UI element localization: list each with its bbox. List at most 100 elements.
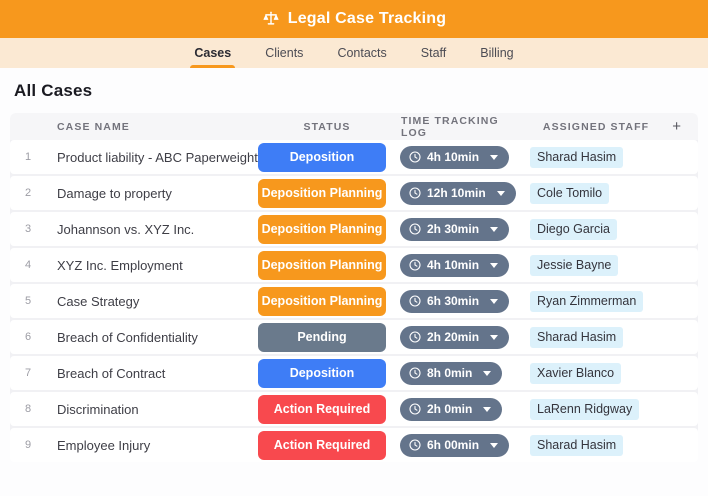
status-cell: Deposition Planning: [258, 178, 396, 208]
time-tracking-dropdown[interactable]: 2h 20min: [400, 325, 510, 349]
case-name: Johannson vs. XYZ Inc.: [57, 221, 195, 237]
row-number: 6: [24, 331, 32, 343]
status-badge[interactable]: Deposition Planning: [258, 178, 386, 208]
app-title: Legal Case Tracking: [287, 10, 447, 27]
time-cell: 6h 30min: [396, 289, 520, 313]
time-value: 8h 0min: [427, 366, 473, 380]
staff-cell: LaRenn Ridgway: [520, 398, 672, 420]
tab-staff[interactable]: Staff: [420, 46, 447, 60]
clock-icon: [409, 259, 421, 271]
time-value: 12h 10min: [427, 186, 486, 200]
time-tracking-dropdown[interactable]: 4h 10min: [400, 145, 510, 169]
page-title: All Cases: [14, 81, 93, 100]
assigned-staff-badge[interactable]: LaRenn Ridgway: [530, 398, 640, 420]
scales-of-justice-icon: [263, 11, 279, 25]
case-name: XYZ Inc. Employment: [57, 257, 183, 273]
staff-cell: Jessie Bayne: [520, 254, 672, 276]
chevron-down-icon: [483, 370, 492, 376]
case-name: Breach of Confidentiality: [57, 329, 198, 345]
chevron-down-icon: [496, 190, 505, 196]
assigned-staff-badge[interactable]: Ryan Zimmerman: [530, 290, 644, 312]
assigned-staff-badge[interactable]: Cole Tomilo: [530, 182, 610, 204]
assigned-staff-badge[interactable]: Sharad Hasim: [530, 434, 624, 456]
assigned-staff-badge[interactable]: Sharad Hasim: [530, 146, 624, 168]
tab-billing[interactable]: Billing: [480, 46, 514, 60]
column-header-status: STATUS: [303, 120, 351, 133]
clock-icon: [409, 331, 421, 343]
chevron-down-icon: [490, 262, 499, 268]
time-value: 6h 30min: [427, 294, 480, 308]
case-name: Product liability - ABC Paperweight: [57, 149, 258, 165]
tab-contacts[interactable]: Contacts: [337, 46, 387, 60]
assigned-staff-badge[interactable]: Xavier Blanco: [530, 362, 622, 384]
time-tracking-dropdown[interactable]: 12h 10min: [400, 181, 516, 205]
table-row: 7 Breach of Contract Deposition 8h 0min …: [10, 356, 698, 390]
row-number: 1: [24, 151, 32, 163]
status-badge[interactable]: Deposition Planning: [258, 250, 386, 280]
table-row: 6 Breach of Confidentiality Pending 2h 2…: [10, 320, 698, 354]
table-body: 1 Product liability - ABC Paperweight De…: [10, 140, 698, 462]
tab-clients[interactable]: Clients: [265, 46, 304, 60]
status-cell: Deposition Planning: [258, 250, 396, 280]
table-row: 2 Damage to property Deposition Planning…: [10, 176, 698, 210]
status-badge[interactable]: Deposition: [258, 358, 386, 388]
clock-icon: [409, 187, 421, 199]
chevron-down-icon: [490, 298, 499, 304]
staff-cell: Diego Garcia: [520, 218, 672, 240]
main-content: All Cases CASE NAME STATUS TIME TRACKING…: [0, 68, 708, 496]
table-row: 1 Product liability - ABC Paperweight De…: [10, 140, 698, 174]
time-value: 2h 30min: [427, 222, 480, 236]
assigned-staff-badge[interactable]: Sharad Hasim: [530, 326, 624, 348]
time-cell: 4h 10min: [396, 145, 520, 169]
clock-icon: [409, 439, 421, 451]
time-value: 4h 10min: [427, 150, 480, 164]
time-tracking-dropdown[interactable]: 2h 30min: [400, 217, 510, 241]
time-tracking-dropdown[interactable]: 4h 10min: [400, 253, 510, 277]
time-cell: 2h 20min: [396, 325, 520, 349]
time-tracking-dropdown[interactable]: 6h 00min: [400, 433, 510, 457]
row-number: 8: [24, 403, 32, 415]
clock-icon: [409, 151, 421, 163]
time-value: 2h 20min: [427, 330, 480, 344]
clock-icon: [409, 295, 421, 307]
table-row: 4 XYZ Inc. Employment Deposition Plannin…: [10, 248, 698, 282]
assigned-staff-badge[interactable]: Diego Garcia: [530, 218, 617, 240]
status-badge[interactable]: Deposition Planning: [258, 214, 386, 244]
assigned-staff-badge[interactable]: Jessie Bayne: [530, 254, 619, 276]
time-tracking-dropdown[interactable]: 6h 30min: [400, 289, 510, 313]
row-number: 7: [24, 367, 32, 379]
status-badge[interactable]: Deposition Planning: [258, 286, 386, 316]
add-column-button[interactable]: +: [672, 118, 681, 135]
status-badge[interactable]: Action Required: [258, 394, 386, 424]
row-number: 2: [24, 187, 32, 199]
time-tracking-dropdown[interactable]: 8h 0min: [400, 361, 503, 385]
chevron-down-icon: [490, 154, 499, 160]
status-cell: Pending: [258, 322, 396, 352]
clock-icon: [409, 403, 421, 415]
status-badge[interactable]: Action Required: [258, 430, 386, 460]
column-header-case-name: CASE NAME: [57, 120, 130, 133]
case-name: Employee Injury: [57, 437, 151, 453]
table-row: 3 Johannson vs. XYZ Inc. Deposition Plan…: [10, 212, 698, 246]
time-value: 2h 0min: [427, 402, 473, 416]
clock-icon: [409, 223, 421, 235]
time-cell: 6h 00min: [396, 433, 520, 457]
status-cell: Deposition: [258, 142, 396, 172]
staff-cell: Ryan Zimmerman: [520, 290, 672, 312]
case-name: Discrimination: [57, 401, 139, 417]
clock-icon: [409, 367, 421, 379]
staff-cell: Sharad Hasim: [520, 146, 672, 168]
time-cell: 2h 30min: [396, 217, 520, 241]
row-number: 5: [24, 295, 32, 307]
status-badge[interactable]: Pending: [258, 322, 386, 352]
tab-cases[interactable]: Cases: [190, 38, 236, 68]
row-number: 4: [24, 259, 32, 271]
time-value: 4h 10min: [427, 258, 480, 272]
staff-cell: Sharad Hasim: [520, 434, 672, 456]
chevron-down-icon: [483, 406, 492, 412]
staff-cell: Cole Tomilo: [520, 182, 672, 204]
time-cell: 12h 10min: [396, 181, 520, 205]
status-badge[interactable]: Deposition: [258, 142, 386, 172]
tab-bar: Cases Clients Contacts Staff Billing: [0, 38, 708, 68]
time-tracking-dropdown[interactable]: 2h 0min: [400, 397, 503, 421]
